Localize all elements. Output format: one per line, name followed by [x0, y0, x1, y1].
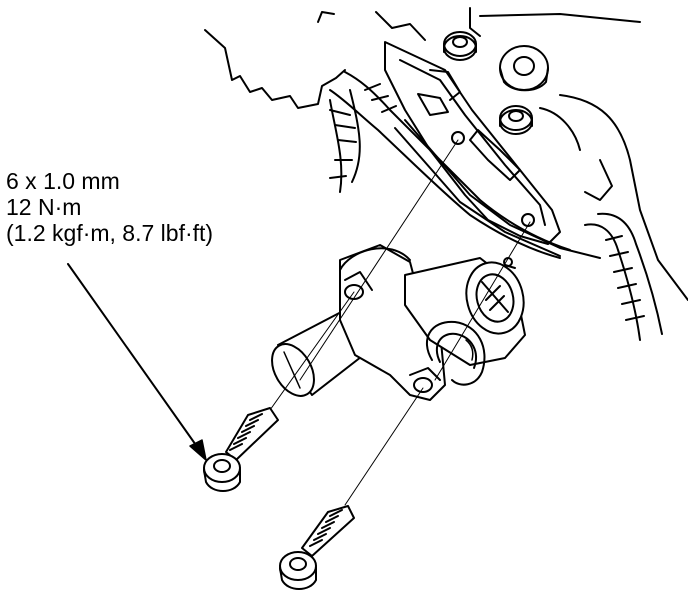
leader-arrow — [67, 263, 207, 461]
flange-nut-middle — [499, 105, 533, 135]
bushing — [499, 45, 549, 92]
sensor-assembly — [271, 244, 526, 401]
wire-harness-right — [584, 212, 663, 341]
alignment-lines — [269, 139, 531, 506]
torque-metric-label: 12 N·m — [6, 194, 82, 220]
torque-spec-callout: 6 x 1.0 mm 12 N·m (1.2 kgf·m, 8.7 lbf·ft… — [6, 168, 213, 246]
flange-bolt-upper — [203, 407, 279, 492]
engine-block — [204, 7, 688, 301]
torque-alt-label: (1.2 kgf·m, 8.7 lbf·ft) — [6, 220, 214, 246]
flange-nut-upper — [443, 31, 477, 61]
mounting-bracket — [384, 41, 601, 259]
flange-bolt-lower — [279, 505, 355, 590]
bolt-size-label: 6 x 1.0 mm — [6, 168, 120, 194]
